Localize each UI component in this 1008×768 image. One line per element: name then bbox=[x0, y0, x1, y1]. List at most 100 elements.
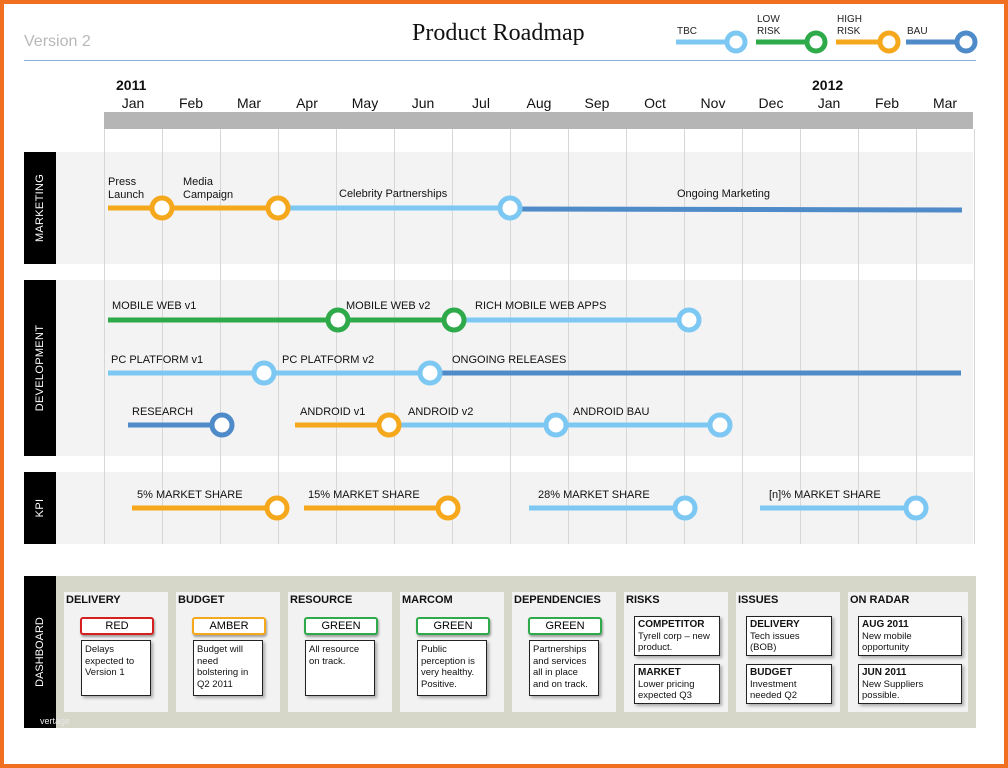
android-bau-label: ANDROID BAU bbox=[573, 406, 650, 418]
kpi-5-marker bbox=[264, 495, 290, 521]
issues-title: ISSUES bbox=[738, 594, 779, 606]
legend-high-risk-marker bbox=[877, 30, 901, 54]
month-label: Jan bbox=[817, 95, 841, 111]
android-v1-marker bbox=[376, 412, 402, 438]
android-bau-marker bbox=[707, 412, 733, 438]
kpi-n-label: [n]% MARKET SHARE bbox=[769, 489, 881, 501]
legend-swatches bbox=[676, 30, 978, 54]
month-label: May bbox=[351, 95, 379, 111]
month-label: Mar bbox=[236, 95, 262, 111]
legend-high-risk-label: HIGH RISK bbox=[837, 14, 862, 37]
budget-title: BUDGET bbox=[178, 594, 225, 606]
month-gridline bbox=[626, 129, 627, 544]
pc-v2-marker bbox=[417, 360, 443, 386]
header-divider bbox=[24, 60, 976, 61]
on-radar-title: ON RADAR bbox=[850, 594, 910, 606]
month-label: Jan bbox=[121, 95, 145, 111]
month-label: Feb bbox=[178, 95, 204, 111]
month-label: Oct bbox=[644, 95, 666, 111]
roadmap-lines bbox=[108, 30, 978, 521]
timeline-bar bbox=[104, 112, 973, 129]
month-gridline bbox=[568, 129, 569, 544]
month-gridline bbox=[684, 129, 685, 544]
resource-note: All resource on track. bbox=[305, 640, 375, 696]
mobile-web-v1-marker bbox=[325, 307, 351, 333]
android-v2-marker bbox=[543, 412, 569, 438]
page-title: Product Roadmap bbox=[412, 20, 585, 46]
dashboard-label: DASHBOARD bbox=[24, 576, 56, 728]
mobile-web-v1-label: MOBILE WEB v1 bbox=[112, 300, 197, 312]
month-gridline bbox=[974, 129, 975, 544]
dependencies-card: DEPENDENCIES GREEN Partnerships and serv… bbox=[512, 592, 616, 712]
marketing-label: MARKETING bbox=[24, 152, 56, 264]
ongoing-marketing-line bbox=[509, 206, 963, 213]
kpi-28-marker bbox=[672, 495, 698, 521]
legend-bau-label: BAU bbox=[907, 26, 928, 37]
month-gridline bbox=[394, 129, 395, 544]
month-label: Mar bbox=[932, 95, 958, 111]
month-gridline bbox=[452, 129, 453, 544]
version-label: Version 2 bbox=[24, 33, 91, 50]
kpi-28-label: 28% MARKET SHARE bbox=[538, 489, 650, 501]
dependencies-title: DEPENDENCIES bbox=[514, 594, 601, 606]
month-label: Aug bbox=[526, 95, 552, 111]
pc-v2-label: PC PLATFORM v2 bbox=[282, 354, 375, 366]
delivery-note: Delays expected to Version 1 bbox=[81, 640, 151, 696]
legend-low-risk-marker bbox=[804, 30, 828, 54]
year-2012: 2012 bbox=[812, 77, 844, 93]
ongoing-marketing-label: Ongoing Marketing bbox=[677, 188, 770, 200]
month-gridline bbox=[800, 129, 801, 544]
month-gridline bbox=[858, 129, 859, 544]
legend-low-risk-label: LOW RISK bbox=[757, 14, 781, 37]
year-2011: 2011 bbox=[116, 77, 147, 93]
resource-status: GREEN bbox=[304, 617, 378, 635]
ongoing-releases-label: ONGOING RELEASES bbox=[452, 354, 567, 366]
kpi-n-marker bbox=[903, 495, 929, 521]
month-label: Apr bbox=[296, 95, 318, 111]
pc-v1-label: PC PLATFORM v1 bbox=[111, 354, 204, 366]
month-gridline bbox=[336, 129, 337, 544]
month-gridline bbox=[278, 129, 279, 544]
android-v1-label: ANDROID v1 bbox=[300, 406, 366, 418]
delivery-card: DELIVERY RED Delays expected to Version … bbox=[64, 592, 168, 712]
resource-title: RESOURCE bbox=[290, 594, 353, 606]
delivery-status: RED bbox=[80, 617, 154, 635]
month-gridline bbox=[510, 129, 511, 544]
month-label: Sep bbox=[584, 95, 610, 111]
celebrity-marker bbox=[497, 195, 523, 221]
month-label: Dec bbox=[758, 95, 784, 111]
research-label: RESEARCH bbox=[132, 406, 194, 418]
month-gridline bbox=[916, 129, 917, 544]
rich-mobile-marker bbox=[676, 307, 702, 333]
month-label: Nov bbox=[700, 95, 726, 111]
risks-title: RISKS bbox=[626, 594, 660, 606]
development-label: DEVELOPMENT bbox=[24, 280, 56, 456]
month-gridline bbox=[162, 129, 163, 544]
pc-v1-marker bbox=[251, 360, 277, 386]
marcom-note: Public perception is very healthy. Posit… bbox=[417, 640, 487, 696]
month-label: Jun bbox=[411, 95, 435, 111]
marcom-status: GREEN bbox=[416, 617, 490, 635]
resource-card: RESOURCE GREEN All resource on track. bbox=[288, 592, 392, 712]
month-label: Feb bbox=[874, 95, 900, 111]
marcom-title: MARCOM bbox=[402, 594, 453, 606]
legend-tbc-label: TBC bbox=[677, 26, 697, 37]
month-gridline bbox=[742, 129, 743, 544]
dependencies-note: Partnerships and services all in place a… bbox=[529, 640, 599, 696]
press-launch-label: Press Launch bbox=[108, 176, 145, 201]
legend-tbc-marker bbox=[724, 30, 748, 54]
android-v2-label: ANDROID v2 bbox=[408, 406, 474, 418]
month-gridline bbox=[220, 129, 221, 544]
kpi-5-label: 5% MARKET SHARE bbox=[137, 489, 243, 501]
media-campaign-label: Media Campaign bbox=[183, 176, 234, 201]
kpi-15-label: 15% MARKET SHARE bbox=[308, 489, 420, 501]
budget-note: Budget will need bolstering in Q2 2011 bbox=[193, 640, 263, 696]
budget-status: AMBER bbox=[192, 617, 266, 635]
